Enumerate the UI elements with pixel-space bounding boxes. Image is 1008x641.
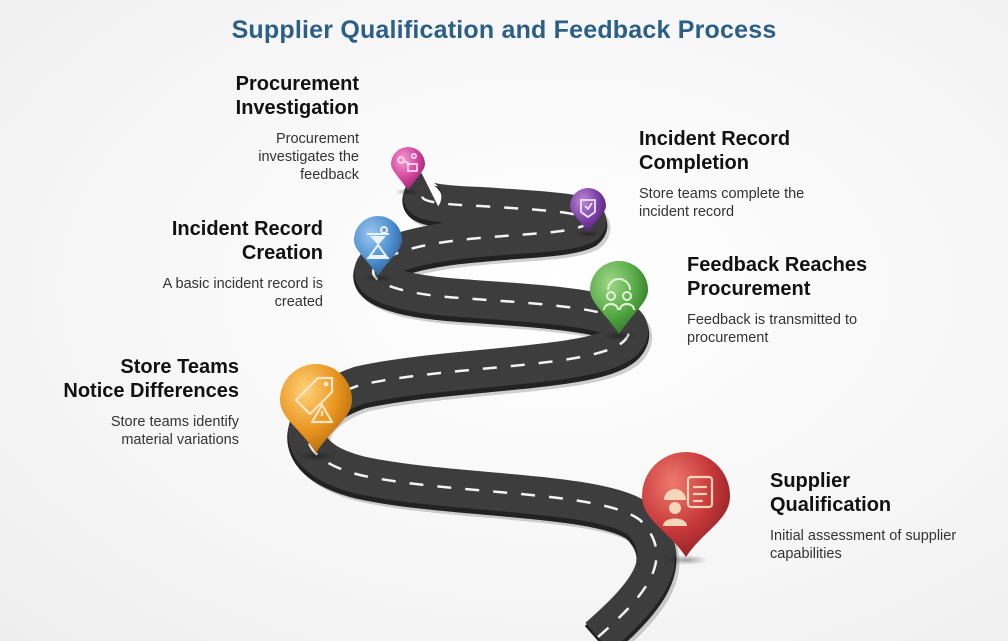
pin-store-teams-notice xyxy=(280,364,352,461)
step-description: Store teams complete the incident record xyxy=(639,186,805,220)
pin-procurement-investigation xyxy=(391,147,425,196)
page-title: Supplier Qualification and Feedback Proc… xyxy=(231,16,777,44)
flow-network-icon xyxy=(397,153,418,172)
pin-incident-record-completion xyxy=(570,188,606,238)
pin-incident-record-creation xyxy=(354,216,402,282)
step-title: Incident Record Completion xyxy=(639,128,791,174)
step-description: Initial assessment of supplier capabilit… xyxy=(770,528,957,562)
step-title: Supplier Qualification xyxy=(770,470,892,516)
step-description: Procurement investigates the feedback xyxy=(258,131,359,183)
worker-clipboard-icon xyxy=(663,475,714,526)
step-feedback-reaches-procurement: Feedback Reaches Procurement Feedback is… xyxy=(687,253,877,347)
pin-supplier-qualification xyxy=(642,452,730,565)
step-title: Procurement Investigation xyxy=(235,73,359,119)
team-headset-icon xyxy=(603,278,635,311)
pin-feedback-reaches-procurement xyxy=(590,261,648,340)
step-title: Store Teams Notice Differences xyxy=(63,356,239,402)
step-procurement-investigation: Procurement Investigation Procurement in… xyxy=(199,72,359,184)
step-title: Incident Record Creation xyxy=(171,218,323,264)
step-incident-record-completion: Incident Record Completion Store teams c… xyxy=(639,127,839,221)
tag-warning-icon xyxy=(294,376,334,424)
step-description: Feedback is transmitted to procurement xyxy=(687,312,858,346)
badge-check-icon xyxy=(580,199,596,219)
step-supplier-qualification: Supplier Qualification Initial assessmen… xyxy=(770,469,970,563)
hourglass-icon xyxy=(367,226,389,259)
step-title: Feedback Reaches Procurement xyxy=(687,254,868,300)
step-description: A basic incident record is created xyxy=(162,276,323,310)
step-description: Store teams identify material variations xyxy=(110,414,239,448)
step-incident-record-creation: Incident Record Creation A basic inciden… xyxy=(113,217,323,311)
step-store-teams-notice: Store Teams Notice Differences Store tea… xyxy=(60,355,239,449)
